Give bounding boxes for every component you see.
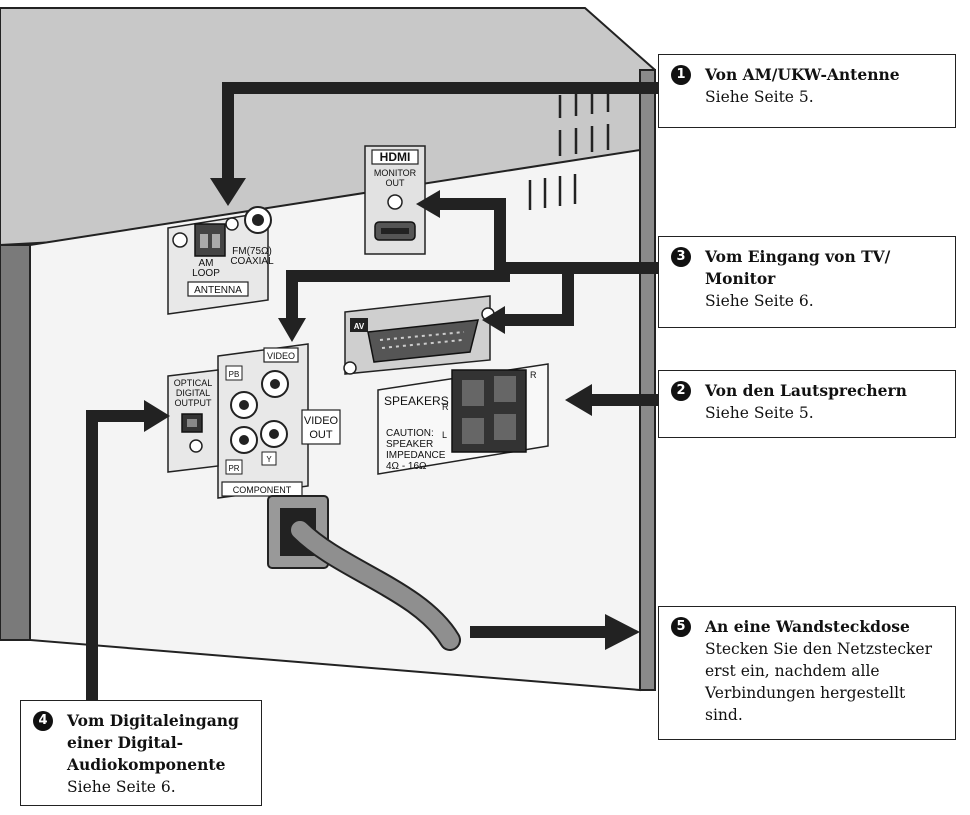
spk-r-top-label: R <box>530 370 537 380</box>
arrowheads <box>144 178 640 650</box>
caution-line-2: SPEAKER <box>386 439 433 450</box>
callout-text: Siehe Seite 6. <box>705 292 814 310</box>
callout-text: Siehe Seite 5. <box>705 88 814 106</box>
pr-label: PR <box>228 464 239 473</box>
callout-tv-monitor: 3 Vom Eingang von TV/ Monitor Siehe Seit… <box>658 236 956 328</box>
callout-text: Siehe Seite 5. <box>705 404 814 422</box>
callout-number: 5 <box>671 617 691 637</box>
spk-r-label: R <box>442 402 449 412</box>
speaker-terminals: SPEAKERS R R L CAUTION: SPEAKER IMPEDANC… <box>377 363 549 475</box>
callout-text: Stecken Sie den Netzstecker erst ein, na… <box>705 640 932 724</box>
callout-number: 4 <box>33 711 53 731</box>
video-out-label-2: OUT <box>309 429 333 441</box>
monitor-label: MONITOR <box>374 168 417 178</box>
optical-label: OPTICAL <box>174 378 213 388</box>
video-out-label-1: VIDEO <box>304 415 339 427</box>
output-label: OUTPUT <box>175 398 213 408</box>
hdmi-monitor-out: HDMI MONITOR OUT <box>364 145 426 255</box>
callout-digital-input: 4 Vom Digitaleingang einer Digital-Audio… <box>20 700 262 806</box>
vent-slots <box>528 89 610 210</box>
callout-title: Vom Eingang von TV/ Monitor <box>705 247 891 288</box>
callout-antenna: 1 Von AM/UKW-Antenne Siehe Seite 5. <box>658 54 956 128</box>
coaxial-label: COAXIAL <box>230 256 274 267</box>
device-right-side <box>639 69 656 691</box>
callout-number: 1 <box>671 65 691 85</box>
caution-line-3: IMPEDANCE <box>386 450 446 461</box>
am-label: AM <box>199 258 214 269</box>
device-left-side <box>0 244 31 641</box>
callout-text: Siehe Seite 6. <box>67 778 176 796</box>
callout-title: An eine Wandsteckdose <box>705 617 910 636</box>
digital-label: DIGITAL <box>176 388 210 398</box>
av-label: AV <box>354 322 365 331</box>
optical-digital-output: OPTICAL DIGITAL OUTPUT <box>167 369 219 473</box>
callout-number: 2 <box>671 381 691 401</box>
hdmi-label: HDMI <box>380 150 411 164</box>
callout-title: Von den Lautsprechern <box>705 381 907 400</box>
loop-label: LOOP <box>192 268 220 279</box>
callout-title: Von AM/UKW-Antenne <box>705 65 900 84</box>
connection-arrows <box>86 82 658 700</box>
y-label: Y <box>266 455 272 464</box>
callout-number: 3 <box>671 247 691 267</box>
scart-port[interactable] <box>367 319 479 363</box>
callout-speakers: 2 Von den Lautsprechern Siehe Seite 5. <box>658 370 956 438</box>
component-label: COMPONENT <box>233 485 292 495</box>
antenna-label: ANTENNA <box>194 285 242 296</box>
out-label: OUT <box>386 178 406 188</box>
speakers-label: SPEAKERS <box>384 394 449 408</box>
callout-title: Vom Digitaleingang einer Digital-Audioko… <box>67 711 239 774</box>
am-loop-terminal[interactable] <box>194 223 226 257</box>
hdmi-screw <box>387 194 403 210</box>
caution-line-4: 4Ω - 16Ω <box>386 461 427 472</box>
caution-line-1: CAUTION: <box>386 428 434 439</box>
video-label: VIDEO <box>267 351 295 361</box>
antenna-terminals: AM LOOP FM(75Ω) COAXIAL ANTENNA <box>167 206 274 315</box>
fm-label: FM(75Ω) <box>232 246 272 257</box>
video-component-outputs: VIDEO PB PR Y COMPONENT VIDEO OUT <box>217 343 341 499</box>
pb-label: PB <box>229 370 240 379</box>
callout-wall-outlet: 5 An eine Wandsteckdose Stecken Sie den … <box>658 606 956 740</box>
spk-l-label: L <box>442 430 447 440</box>
